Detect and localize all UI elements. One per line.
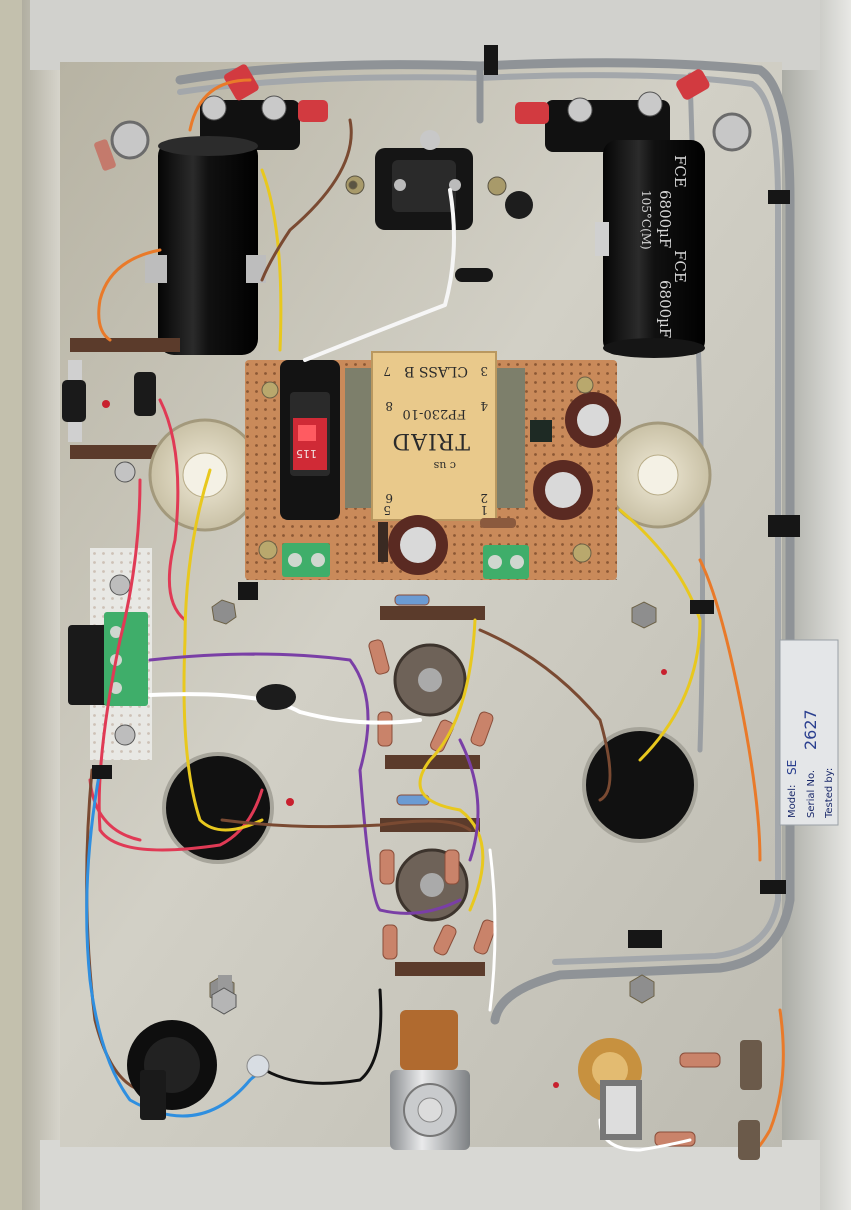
transformer-pin-7: 7 [383,364,391,378]
transformer-pin-4: 4 [480,399,488,413]
volume-potentiometer [390,1010,470,1150]
red-paint-dots [102,400,667,1088]
tube-socket-right [604,421,712,529]
cap-rating-label: 6800µF [656,190,674,248]
transformer-pin-8: 8 [385,399,393,413]
headphone-jack [578,1038,642,1140]
terminal-blocks [282,543,529,579]
filter-capacitor-right: FCE 6800µF 105°C(M) FCE 6800µF [595,140,705,358]
input-terminal-board [68,548,152,760]
cable-ties [92,45,800,948]
transformer-pin-1: 1 [480,503,488,517]
transformer-pin-2: 2 [480,491,488,505]
power-switch: 115 [280,360,340,520]
iec-power-inlet [375,130,473,230]
transformer-pin-3: 3 [480,364,488,378]
rca-jack-top-left [94,120,150,171]
left-tag-strips [62,338,180,483]
voltage-mark: 115 [296,447,317,460]
cap-brand-label-2: FCE [671,250,689,283]
serial-model-label: Model: [787,785,798,818]
chassis-bottom-wall [40,1140,820,1210]
led-indicator-socket [127,1020,270,1120]
preamp-socket-upper [380,606,485,769]
serial-number-value: 2627 [801,709,820,750]
power-transformer: CLASS B 7 3 8 4 FP230-10 TRIAD c us 6 2 … [345,351,525,521]
cap-temp-label: 105°C(M) [639,190,653,250]
chassis-bolt [211,975,237,1015]
transformer-brand-label: TRIAD [392,428,470,453]
chassis-top-wall [30,0,820,70]
serial-tested-label: Tested by: [824,768,835,819]
serial-number-tag: Model: SE Serial No. 2627 Tested by: [779,639,839,826]
transformer-pin-5: 5 [383,503,391,517]
output-tube-hole-right [582,727,698,843]
cap-rating-label-2: 6800µF [656,280,674,338]
transformer-cert-label: c us [433,459,456,472]
transformer-model-label: FP230-10 [402,406,466,421]
cap-brand-label: FCE [671,155,689,188]
binding-posts-left [200,64,328,150]
resistors [368,594,721,1147]
filter-capacitor-left [145,136,266,355]
rca-jacks-bottom-right [738,1040,762,1160]
serial-model-value: SE [785,760,799,775]
serial-number-label: Serial No. [806,770,817,818]
transformer-class-label: CLASS B [404,363,468,379]
rca-jack-top-right [712,112,752,152]
transformer-pin-6: 6 [385,491,393,505]
board-capacitors [378,392,621,575]
film-capacitor [256,684,296,710]
binding-posts-right [515,69,710,152]
tube-socket-left [148,418,262,532]
